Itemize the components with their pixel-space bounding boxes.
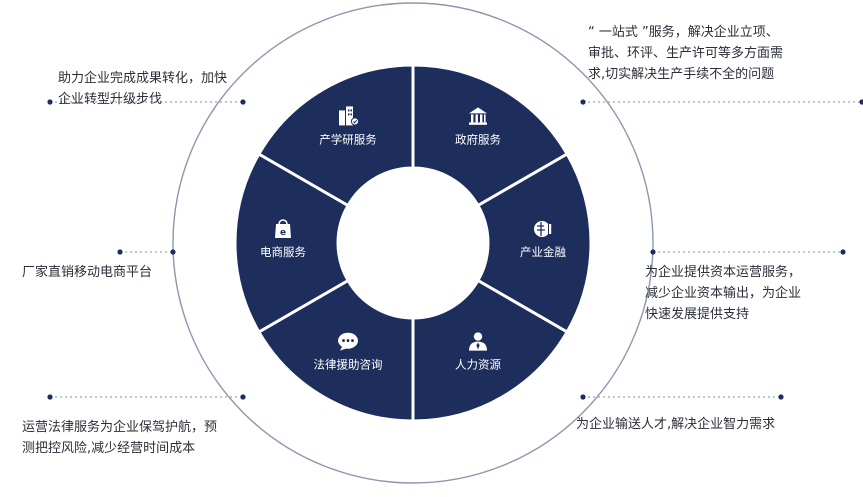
desc-ecom: 厂家直销移动电商平台 <box>22 265 153 280</box>
desc-gov: “ 一站式 ”服务，解决企业立项、 审批、环评、生产许可等多方面需 求,切实解决… <box>588 25 784 82</box>
desc-hr: 为企业输送人才,解决企业智力需求 <box>576 417 776 432</box>
shopping-bag-icon: e <box>275 219 291 238</box>
connector-dot-legal <box>240 394 246 400</box>
chat-bubble-icon <box>338 332 358 351</box>
person-tie-icon <box>469 332 487 351</box>
connector-dot-iur <box>47 99 53 105</box>
segment-label-gov: 政府服务 <box>455 132 501 146</box>
buildings-icon <box>339 106 360 126</box>
segment-label-hr: 人力资源 <box>455 358 501 372</box>
globe-finance-icon <box>534 221 552 237</box>
desc-iur: 助力企业完成成果转化，加快 企业转型升级步伐 <box>58 71 228 107</box>
connector-dot-hr <box>580 394 586 400</box>
connector-dot-iur <box>240 99 246 105</box>
connector-dot-legal <box>47 394 53 400</box>
connector-dot-ecom <box>170 249 176 255</box>
svg-text:e: e <box>280 228 286 238</box>
connector-dot-ecom <box>117 249 123 255</box>
connector-dot-gov <box>580 99 586 105</box>
connector-dot-gov <box>859 99 863 105</box>
segment-label-legal: 法律援助咨询 <box>314 358 383 372</box>
desc-finance: 为企业提供资本运营服务， 减少企业资本输出，为企业 快速发展提供支持 <box>645 265 802 322</box>
segment-label-ecom: 电商服务 <box>260 245 306 259</box>
outer-ring <box>172 2 654 484</box>
segment-label-iur: 产学研服务 <box>319 132 377 146</box>
desc-legal: 运营法律服务为企业保驾护航，预 测把控风险,减少经营时间成本 <box>22 420 218 456</box>
connector-dot-hr <box>778 394 784 400</box>
connector-dot-finance <box>650 249 656 255</box>
center-hole <box>338 168 488 318</box>
connector-dot-finance <box>840 249 846 255</box>
bank-icon <box>469 107 487 125</box>
segment-label-finance: 产业金融 <box>520 245 566 259</box>
